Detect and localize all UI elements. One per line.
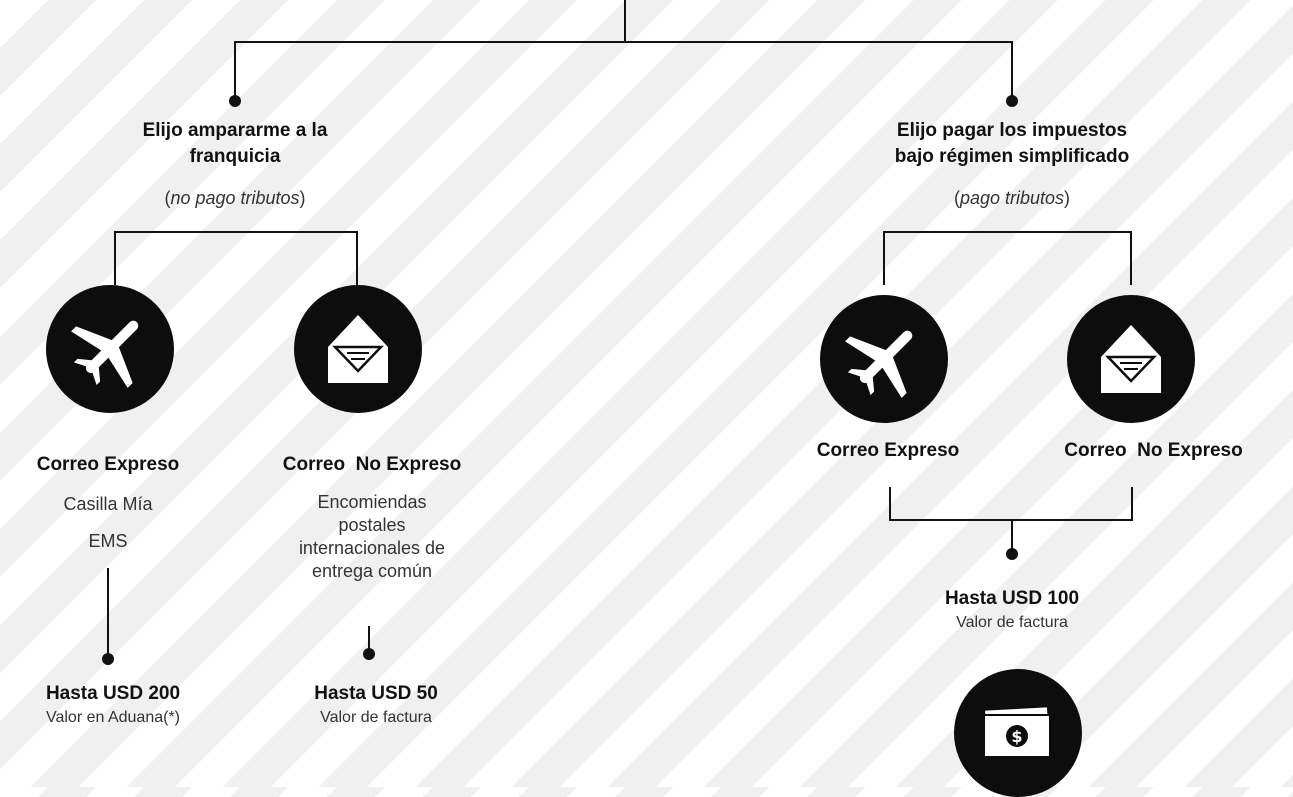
dot-left-option	[229, 95, 241, 107]
right-option-subtitle: (pago tributos)	[953, 188, 1071, 208]
right-non-express-title: Correo No Expreso	[1064, 440, 1243, 461]
left-non-express-desc-line: internacionales de	[298, 538, 446, 558]
right-option-title: Elijo pagar los impuestos bajo régimen s…	[812, 118, 1212, 170]
left-express-limit-note: Valor en Aduana(*)	[45, 709, 180, 726]
top-branch	[234, 41, 1013, 101]
left-non-express-limit-note: Valor de factura	[320, 709, 432, 726]
left-express-title: Correo Expreso	[36, 454, 180, 475]
left-express-line2: EMS	[88, 531, 128, 551]
left-option-subtitle: (no pago tributos)	[164, 188, 306, 208]
dot-right-limit	[1006, 548, 1018, 560]
airplane-icon	[820, 295, 948, 423]
right-merge-branch	[889, 487, 1133, 521]
envelope-icon	[294, 285, 422, 413]
money-icon: $	[954, 669, 1082, 797]
right-limit: Hasta USD 100	[944, 588, 1080, 609]
right-title-line2: bajo régimen simplificado	[894, 146, 1130, 167]
dot-left-express-limit	[102, 653, 114, 665]
left-non-express-desc-line: entrega común	[311, 561, 433, 581]
left-title-line1: Elijo ampararme a la	[142, 120, 328, 141]
right-express-title: Correo Expreso	[816, 440, 960, 461]
left-non-express-title: Correo No Expreso	[282, 454, 462, 475]
right-title-line1: Elijo pagar los impuestos	[896, 120, 1128, 141]
left-non-express-desc-line: postales	[338, 515, 406, 535]
envelope-icon	[1067, 295, 1195, 423]
right-branch	[883, 231, 1132, 285]
left-non-express-limit: Hasta USD 50	[314, 683, 438, 704]
left-option-title: Elijo ampararme a la franquicia	[60, 118, 410, 170]
left-subtitle-text: no pago tributos	[170, 188, 300, 208]
svg-text:$: $	[1011, 727, 1022, 746]
dot-right-option	[1006, 95, 1018, 107]
left-title-line2: franquicia	[189, 146, 281, 167]
right-limit-note: Valor de factura	[956, 614, 1068, 631]
left-express-limit: Hasta USD 200	[45, 683, 181, 704]
dot-left-non-express-limit	[363, 648, 375, 660]
right-subtitle-text: pago tributos	[959, 188, 1065, 208]
left-non-express-desc: Encomiendas postales internacionales de …	[248, 491, 496, 583]
left-non-express-desc-line: Encomiendas	[317, 492, 427, 512]
airplane-icon	[46, 285, 174, 413]
left-express-line1: Casilla Mía	[63, 494, 153, 514]
left-branch	[114, 231, 358, 285]
